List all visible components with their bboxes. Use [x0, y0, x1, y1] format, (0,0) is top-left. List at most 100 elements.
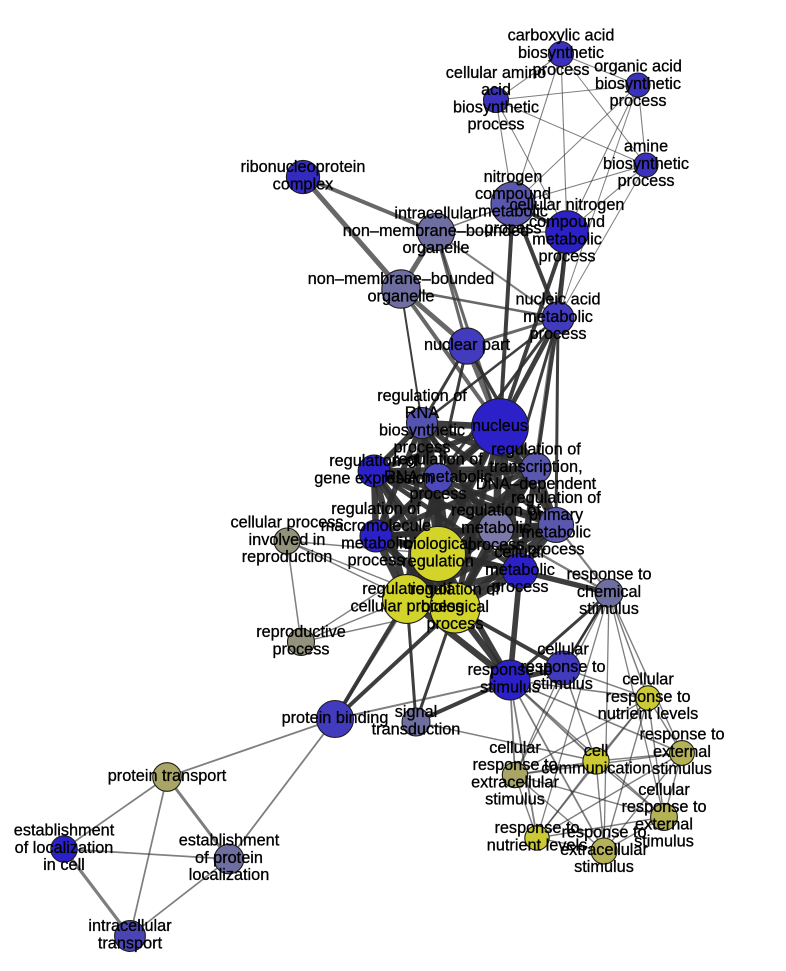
svg-text:macromolecule: macromolecule	[321, 517, 431, 535]
svg-text:metabolic: metabolic	[485, 561, 555, 579]
svg-text:cellular amino: cellular amino	[446, 64, 546, 82]
svg-text:regulation of: regulation of	[491, 441, 581, 459]
svg-text:cellular process: cellular process	[350, 597, 463, 615]
svg-text:process: process	[527, 540, 584, 558]
svg-text:nucleus: nucleus	[472, 417, 528, 435]
svg-text:nucleic acid: nucleic acid	[515, 291, 600, 309]
svg-text:complex: complex	[273, 175, 334, 193]
svg-text:stimulus: stimulus	[533, 675, 593, 693]
svg-text:external: external	[635, 815, 693, 833]
svg-text:biosynthetic: biosynthetic	[595, 75, 681, 93]
svg-text:biosynthetic: biosynthetic	[518, 44, 604, 62]
svg-text:extracellular: extracellular	[560, 841, 648, 859]
svg-text:compound: compound	[475, 185, 551, 203]
svg-text:non–membrane–bounded: non–membrane–bounded	[343, 222, 529, 240]
svg-text:regulation of: regulation of	[362, 580, 452, 598]
svg-text:cell: cell	[584, 742, 608, 760]
svg-text:metabolic: metabolic	[478, 202, 548, 220]
svg-text:involved in: involved in	[249, 531, 326, 549]
svg-text:primary: primary	[529, 506, 584, 524]
svg-text:RNA metabolic: RNA metabolic	[384, 468, 492, 486]
svg-text:nutrient levels: nutrient levels	[598, 705, 698, 723]
svg-text:response to: response to	[561, 824, 646, 842]
svg-text:response to: response to	[621, 798, 706, 816]
svg-text:stimulus: stimulus	[485, 790, 545, 808]
svg-text:process: process	[393, 438, 450, 456]
svg-text:process: process	[491, 578, 548, 596]
svg-text:process: process	[272, 640, 329, 658]
svg-text:cellular: cellular	[494, 544, 546, 562]
svg-text:gene expression: gene expression	[314, 469, 433, 487]
svg-text:metabolic: metabolic	[461, 519, 531, 537]
svg-text:regulation of: regulation of	[331, 500, 421, 518]
svg-text:intracellular: intracellular	[88, 917, 172, 935]
svg-text:process: process	[609, 92, 666, 110]
svg-text:organic acid: organic acid	[594, 58, 682, 76]
svg-text:cellular: cellular	[622, 671, 674, 689]
svg-text:intracellular: intracellular	[394, 205, 478, 223]
svg-text:regulation: regulation	[402, 552, 474, 570]
svg-text:biosynthetic: biosynthetic	[603, 155, 689, 173]
svg-text:response to: response to	[467, 661, 552, 679]
svg-text:cellular process: cellular process	[230, 514, 343, 532]
svg-text:cellular nitrogen: cellular nitrogen	[510, 196, 625, 214]
svg-text:organelle: organelle	[403, 239, 470, 257]
svg-text:regulation of: regulation of	[511, 489, 601, 507]
svg-text:response to: response to	[520, 658, 605, 676]
svg-text:protein binding: protein binding	[282, 709, 389, 727]
svg-text:regulation of: regulation of	[410, 581, 500, 599]
svg-text:transport: transport	[98, 934, 163, 952]
svg-text:carboxylic acid: carboxylic acid	[508, 27, 615, 45]
svg-text:communication: communication	[541, 759, 651, 777]
svg-text:ribonucleoprotein: ribonucleoprotein	[241, 158, 366, 176]
svg-text:localization: localization	[189, 866, 270, 884]
svg-text:process: process	[409, 485, 466, 503]
svg-text:chemical: chemical	[577, 583, 641, 601]
svg-text:stimulus: stimulus	[579, 600, 639, 618]
svg-text:compound: compound	[529, 213, 605, 231]
svg-text:process: process	[347, 551, 404, 569]
svg-text:non–membrane–bounded: non–membrane–bounded	[308, 270, 494, 288]
svg-text:in cell: in cell	[43, 856, 85, 874]
svg-text:amine: amine	[624, 138, 668, 156]
svg-text:process: process	[467, 536, 524, 554]
svg-text:biological: biological	[404, 535, 472, 553]
svg-text:nuclear part: nuclear part	[424, 336, 510, 354]
svg-text:stimulus: stimulus	[652, 760, 712, 778]
svg-text:organelle: organelle	[368, 287, 435, 305]
svg-text:signal: signal	[395, 703, 438, 721]
svg-text:stimulus: stimulus	[634, 832, 694, 850]
svg-text:regulation of: regulation of	[377, 387, 467, 405]
svg-text:cellular: cellular	[489, 739, 541, 757]
svg-text:establishment: establishment	[179, 832, 280, 850]
svg-text:RNA: RNA	[405, 404, 440, 422]
svg-text:external: external	[653, 743, 711, 761]
svg-text:stimulus: stimulus	[574, 858, 634, 876]
svg-text:response to: response to	[566, 566, 651, 584]
svg-text:process: process	[467, 116, 524, 134]
svg-text:metabolic: metabolic	[521, 523, 591, 541]
svg-text:cellular: cellular	[537, 641, 589, 659]
svg-text:biosynthetic: biosynthetic	[379, 421, 465, 439]
svg-text:acid: acid	[481, 81, 511, 99]
svg-text:regulation of: regulation of	[393, 451, 483, 469]
svg-text:process: process	[529, 325, 586, 343]
svg-text:DNA–dependent: DNA–dependent	[476, 475, 597, 493]
svg-text:transcription,: transcription,	[489, 458, 582, 476]
svg-text:extracellular: extracellular	[471, 773, 559, 791]
svg-text:biosynthetic: biosynthetic	[453, 98, 539, 116]
svg-text:response to: response to	[494, 819, 579, 837]
svg-text:of localization: of localization	[15, 839, 114, 857]
svg-text:reproductive: reproductive	[256, 623, 346, 641]
svg-text:nitrogen: nitrogen	[484, 168, 543, 186]
svg-text:response to: response to	[472, 756, 557, 774]
svg-text:regulation of: regulation of	[329, 452, 419, 470]
svg-text:process: process	[538, 247, 595, 265]
svg-text:response to: response to	[639, 726, 724, 744]
svg-text:process: process	[484, 220, 541, 238]
svg-text:of protein: of protein	[195, 849, 263, 867]
svg-text:transduction: transduction	[372, 720, 461, 738]
svg-text:response to: response to	[605, 688, 690, 706]
svg-text:metabolic: metabolic	[532, 230, 602, 248]
svg-text:stimulus: stimulus	[480, 678, 540, 696]
